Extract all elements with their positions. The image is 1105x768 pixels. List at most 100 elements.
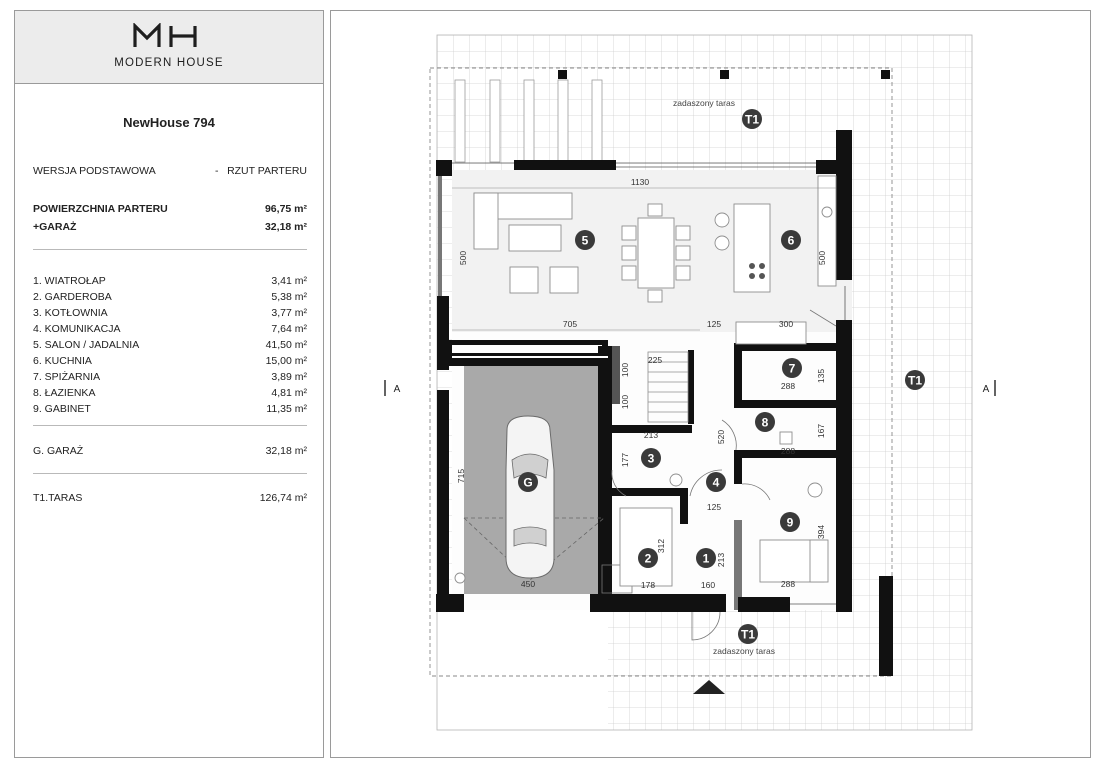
dim-bath-height: 167 xyxy=(816,424,826,438)
covered-terrace-label: zadaszony taras xyxy=(673,98,735,108)
room-label: 4. KOMUNIKACJA xyxy=(33,323,121,335)
room-area: 4,81 m² xyxy=(271,387,307,399)
dimensions: 1130 500 500 705 125 300 225 100 100 213… xyxy=(452,177,836,590)
room-number-badge-text: 8 xyxy=(762,416,769,430)
room-number-badge-text: 1 xyxy=(703,552,710,566)
dim-stair-h2: 100 xyxy=(620,395,630,409)
version-label: WERSJA PODSTAWOWA xyxy=(33,165,156,177)
garage-badge-text: G xyxy=(523,476,532,490)
terrace-posts xyxy=(558,70,890,79)
dim-left-height: 500 xyxy=(458,251,468,265)
room-label: 9. GABINET xyxy=(33,403,91,415)
dim-pantry-width: 288 xyxy=(781,381,795,391)
room-label: 5. SALON / JADALNIA xyxy=(33,339,140,351)
walls xyxy=(436,130,893,676)
room-label: 7. SPIŻARNIA xyxy=(33,371,101,383)
room-area: 11,35 m² xyxy=(266,403,307,415)
dim-hall-height: 520 xyxy=(716,430,726,444)
room-number-badge-text: 6 xyxy=(788,234,795,248)
room-number-badge-text: 4 xyxy=(713,476,720,490)
room-row: 7. SPIŻARNIA 3,89 m² xyxy=(33,371,307,385)
room-number-badge: 8 xyxy=(755,412,775,432)
dim-garage-width: 450 xyxy=(521,579,535,589)
room-label: 3. KOTŁOWNIA xyxy=(33,307,108,319)
room-number-badge: 5 xyxy=(575,230,595,250)
terrace-badge: T1 xyxy=(738,624,758,644)
room-number-badge-text: 7 xyxy=(789,362,796,376)
section-marker-right: A xyxy=(983,384,990,395)
dim-office-height: 394 xyxy=(816,525,826,539)
section-markers: A A xyxy=(384,380,996,396)
room-number-badge-text: 5 xyxy=(582,234,589,248)
doors xyxy=(601,309,837,641)
garage-badge: G xyxy=(518,472,538,492)
dim-pantry-height: 135 xyxy=(816,369,826,383)
covered-terrace-label: zadaszony taras xyxy=(713,646,775,656)
room-number-badge: 4 xyxy=(706,472,726,492)
room-number-badge-text: 2 xyxy=(645,552,652,566)
divider xyxy=(33,249,307,250)
entrance-arrow-icon xyxy=(693,680,725,694)
room-area: 5,38 m² xyxy=(271,291,307,303)
room-number-badge: 2 xyxy=(638,548,658,568)
room-label: 6. KUCHNIA xyxy=(33,355,92,367)
dim-living-width: 705 xyxy=(563,319,577,329)
dim-corridor-width: 125 xyxy=(707,319,721,329)
project-title: NewHouse 794 xyxy=(123,115,215,130)
area-row: POWIERZCHNIA PARTERU 96,75 m² xyxy=(33,203,307,215)
dim-stair-h1: 100 xyxy=(620,363,630,377)
room-row: 6. KUCHNIA 15,00 m² xyxy=(33,355,307,369)
terrace-badge: T1 xyxy=(742,109,762,129)
brand-name: MODERN HOUSE xyxy=(114,57,224,69)
area-row: +GARAŻ 32,18 m² xyxy=(33,221,307,233)
info-panel: MODERN HOUSE NewHouse 794 WERSJA PODSTAW… xyxy=(14,10,324,758)
room-row: 2. GARDEROBA 5,38 m² xyxy=(33,291,307,305)
terrace-badge: T1 xyxy=(905,370,925,390)
room-area: 41,50 m² xyxy=(265,339,307,351)
room-number-badge: 3 xyxy=(641,448,661,468)
terrace-labels: zadaszony taras zadaszony taras xyxy=(673,98,775,656)
dim-garage-height: 715 xyxy=(456,469,466,483)
terrace-row: T1.TARAS 126,74 m² xyxy=(33,492,307,504)
room-area: 3,89 m² xyxy=(271,371,307,383)
section-marker-left: A xyxy=(394,384,401,395)
room-number-badge: 6 xyxy=(781,230,801,250)
dim-wardrobe-width: 178 xyxy=(641,580,655,590)
room-row: 5. SALON / JADALNIA 41,50 m² xyxy=(33,339,307,353)
furniture xyxy=(454,175,837,587)
version-row: WERSJA PODSTAWOWA - RZUT PARTERU xyxy=(33,165,307,179)
cooktop xyxy=(749,263,765,279)
room-number-badge: 7 xyxy=(782,358,802,378)
terrace-badge-text: T1 xyxy=(741,628,755,642)
terrace-badge-text: T1 xyxy=(908,374,922,388)
room-number-badge-text: 9 xyxy=(787,516,794,530)
dim-stair-width: 225 xyxy=(648,355,662,365)
dim-boiler-height: 177 xyxy=(620,453,630,467)
room-area: 15,00 m² xyxy=(265,355,307,367)
logo-header: MODERN HOUSE xyxy=(15,11,323,84)
dim-boiler-width: 213 xyxy=(644,430,658,440)
room-row: 8. ŁAZIENKA 4,81 m² xyxy=(33,387,307,401)
version-dash: - xyxy=(215,165,219,177)
car-icon xyxy=(505,415,555,579)
mh-logo-icon xyxy=(133,23,197,47)
room-row: 9. GABINET 11,35 m² xyxy=(33,403,307,417)
view-label: RZUT PARTERU xyxy=(227,165,307,177)
room-label: 8. ŁAZIENKA xyxy=(33,387,96,399)
room-number-badge: 9 xyxy=(780,512,800,532)
divider xyxy=(33,473,307,474)
room-area: 3,41 m² xyxy=(271,275,307,287)
roof-outline xyxy=(429,67,893,677)
room-label: 2. GARDEROBA xyxy=(33,291,112,303)
dim-vestibule-width: 160 xyxy=(701,580,715,590)
floor-plan-frame xyxy=(330,10,1091,758)
dim-right-height: 500 xyxy=(817,251,827,265)
dim-hall-width: 125 xyxy=(707,502,721,512)
garage-row: G. GARAŻ 32,18 m² xyxy=(33,445,307,457)
dim-top-width: 1130 xyxy=(631,177,650,187)
